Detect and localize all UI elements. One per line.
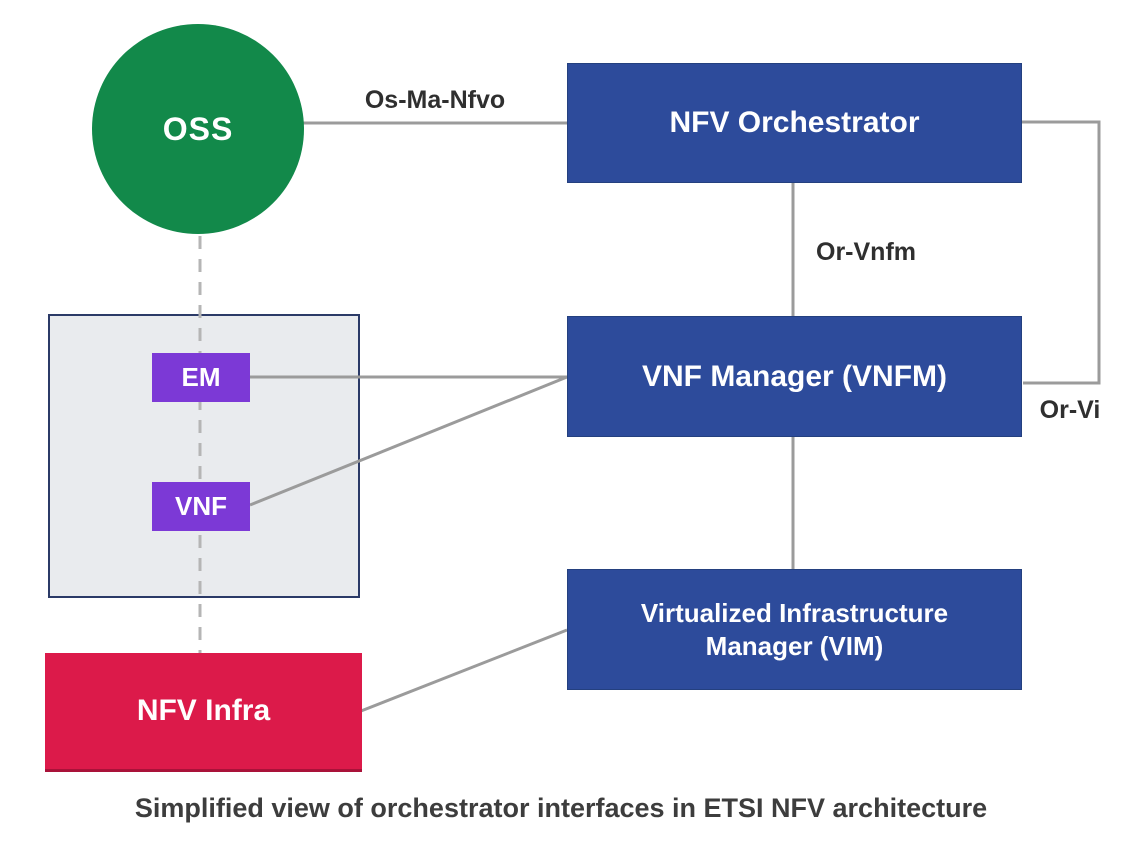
edge-nfvo-vnfm-or-vi [1022,120,1101,385]
interface-label-or-vi: Or-Vi [1039,396,1101,424]
node-nfv-orchestrator-label: NFV Orchestrator [669,106,920,139]
node-em-label: EM [181,362,221,392]
node-oss-label: OSS [162,110,234,147]
node-vim-label: Virtualized Infrastructure Manager (VIM) [640,598,949,661]
interface-label-or-vnfm: Or-Vnfm [816,238,916,266]
node-nfv-infra-label: NFV Infra [136,694,271,727]
node-vnf-manager-label: VNF Manager (VNFM) [641,359,947,393]
node-em: EM [152,353,250,402]
node-vnf-label: VNF [175,491,227,521]
node-oss: OSS [92,24,304,234]
diagram-caption: Simplified view of orchestrator interfac… [134,793,988,823]
edge-infra-vim [360,628,568,713]
edge-vnf-vnfm [249,375,568,507]
node-nfv-infra: NFV Infra [45,653,362,772]
node-vim: Virtualized Infrastructure Manager (VIM) [567,569,1022,690]
node-nfv-orchestrator: NFV Orchestrator [567,63,1022,183]
interface-label-os-ma-nfvo: Os-Ma-Nfvo [364,86,506,114]
node-vnf-manager: VNF Manager (VNFM) [567,316,1022,437]
node-vnf: VNF [152,482,250,531]
